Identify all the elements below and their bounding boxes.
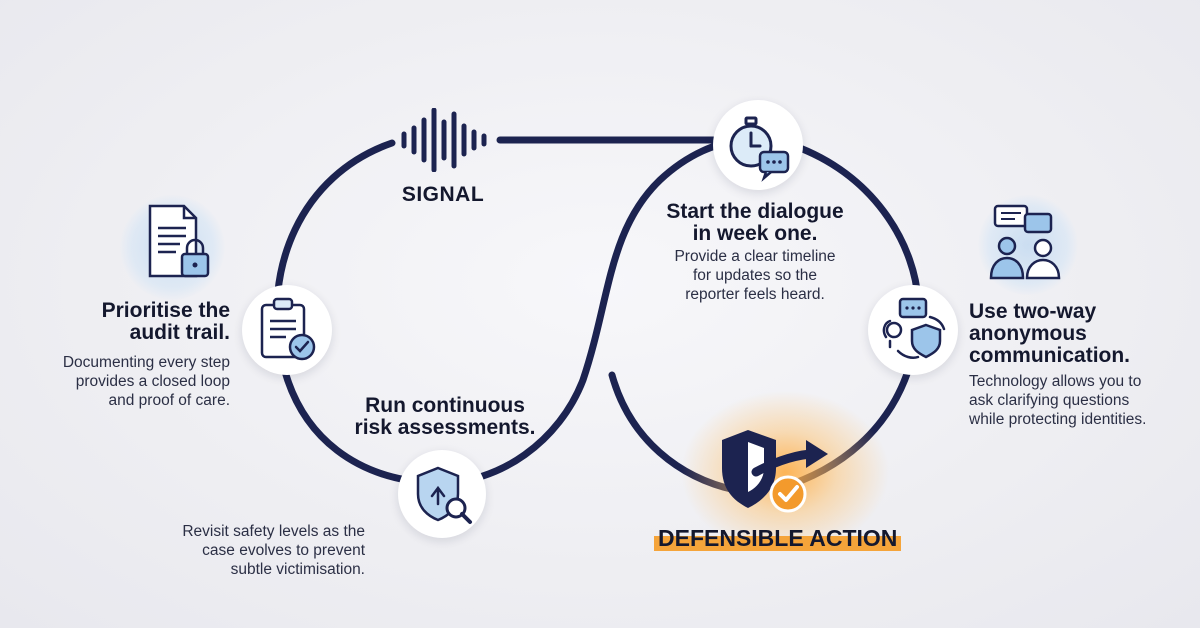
- clipboard-check-icon: [260, 297, 316, 361]
- stopwatch-chat-icon: [729, 116, 790, 182]
- defensible-action-label: DEFENSIBLE ACTION: [654, 524, 902, 551]
- audit-title-line2: audit trail.: [129, 321, 230, 344]
- defensible-glow: [680, 390, 890, 540]
- twoway-body-line1: Technology allows you to: [969, 373, 1142, 390]
- shield-arrow-check-icon: [722, 430, 828, 513]
- audit-body-line2: provides a closed loop: [75, 373, 230, 390]
- dialogue-body-line1: Provide a clear timeline: [674, 248, 836, 265]
- document-lock-icon: [148, 204, 210, 278]
- dialogue-title-line1: Start the dialogue: [666, 200, 844, 223]
- audit-title-line1: Prioritise the: [101, 299, 230, 322]
- risk-title: Run continuous risk assessments.: [340, 395, 550, 439]
- dialogue-body-line2: for updates so the: [692, 267, 818, 284]
- twoway-body-line3: while protecting identities.: [969, 411, 1147, 428]
- shield-search-node: [398, 450, 486, 538]
- risk-body-line2: case evolves to prevent: [202, 542, 365, 559]
- signal-label: SIGNAL: [401, 183, 485, 206]
- people-chat-icon: [989, 204, 1061, 280]
- shield-chat-icon: [882, 297, 946, 359]
- dialogue-body: Provide a clear timeline for updates so …: [650, 247, 860, 304]
- right-loop-path: [796, 144, 922, 304]
- twoway-title-line1: Use two-way: [969, 300, 1097, 323]
- risk-body-line1: Revisit safety levels as the: [182, 523, 365, 540]
- risk-body-line3: subtle victimisation.: [230, 561, 365, 578]
- risk-body: Revisit safety levels as the case evolve…: [140, 522, 365, 579]
- sound-wave-icon: [401, 108, 487, 172]
- audit-title: Prioritise the audit trail.: [60, 300, 230, 344]
- twoway-title-line2: anonymous: [969, 322, 1087, 345]
- twoway-body: Technology allows you to ask clarifying …: [969, 372, 1194, 429]
- shield-search-icon: [416, 466, 472, 524]
- twoway-title-line3: communication.: [969, 344, 1131, 367]
- dialogue-body-line3: reporter feels heard.: [685, 286, 825, 303]
- audit-body-line1: Documenting every step: [62, 354, 230, 371]
- risk-title-line2: risk assessments.: [354, 416, 536, 439]
- audit-body: Documenting every step provides a closed…: [20, 353, 230, 410]
- timer-node: [713, 100, 803, 190]
- shield-chat-node: [868, 285, 958, 375]
- dialogue-title: Start the dialogue in week one.: [650, 201, 860, 245]
- risk-title-line1: Run continuous: [365, 394, 525, 417]
- dialogue-title-line2: in week one.: [692, 222, 818, 245]
- twoway-title: Use two-way anonymous communication.: [969, 301, 1189, 367]
- twoway-body-line2: ask clarifying questions: [969, 392, 1130, 409]
- clipboard-node: [242, 285, 332, 375]
- audit-body-line3: and proof of care.: [108, 392, 231, 409]
